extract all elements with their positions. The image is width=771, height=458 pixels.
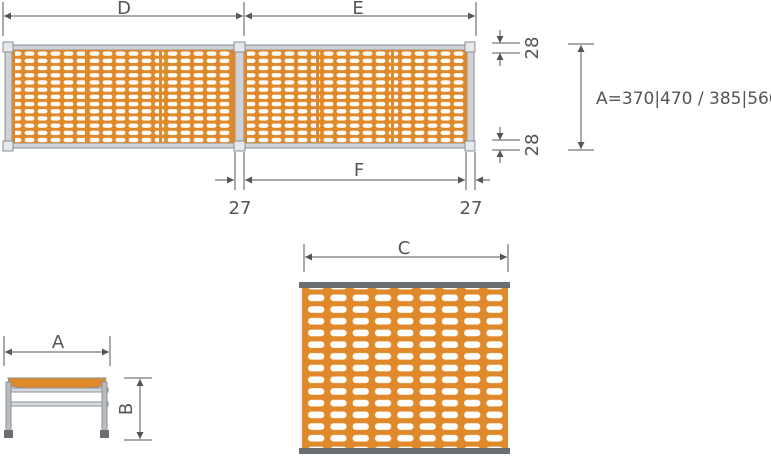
label-b: B	[116, 403, 137, 415]
dimension-a-overall	[568, 43, 594, 151]
dimension-b	[124, 377, 152, 441]
label-gap-bottom: 28	[522, 134, 543, 157]
left-end-post	[4, 45, 13, 147]
right-mesh-panel	[244, 50, 467, 143]
dimension-d	[2, 2, 245, 36]
side-view-leg-right	[101, 381, 108, 433]
label-offset-left: 27	[229, 198, 252, 219]
label-c: C	[398, 238, 411, 259]
middle-joint-post	[234, 45, 245, 147]
module-separators	[12, 50, 467, 143]
panel-bottom-bar	[299, 448, 510, 454]
dimension-c	[303, 244, 509, 272]
dimension-gap-bottom	[492, 127, 520, 163]
top-view-assembly	[2, 41, 476, 152]
label-a-side: A	[52, 332, 65, 353]
label-gap-top: 28	[522, 37, 543, 60]
label-e: E	[352, 0, 363, 19]
side-view-frame-top	[5, 387, 109, 393]
label-offset-right: 27	[460, 198, 483, 219]
corner-clamps	[2, 41, 476, 152]
side-view-leg-left	[5, 381, 12, 433]
side-view-foot-right	[100, 430, 109, 438]
dimension-a-side	[3, 336, 111, 366]
dimension-e	[245, 2, 477, 36]
panel-top-bar	[299, 282, 510, 288]
label-f: F	[354, 160, 364, 181]
right-end-post	[466, 45, 475, 147]
dimension-gap-top	[492, 30, 520, 66]
dimension-f	[215, 152, 490, 190]
side-view-frame-bottom	[5, 401, 109, 407]
side-view-stand	[4, 377, 109, 438]
single-mesh-panel	[299, 282, 510, 454]
left-mesh-panel	[12, 50, 235, 143]
label-a-values: A=370|470 / 385|560	[596, 89, 771, 109]
label-d: D	[117, 0, 131, 19]
panel-mesh	[302, 288, 508, 448]
side-view-foot-left	[4, 430, 13, 438]
